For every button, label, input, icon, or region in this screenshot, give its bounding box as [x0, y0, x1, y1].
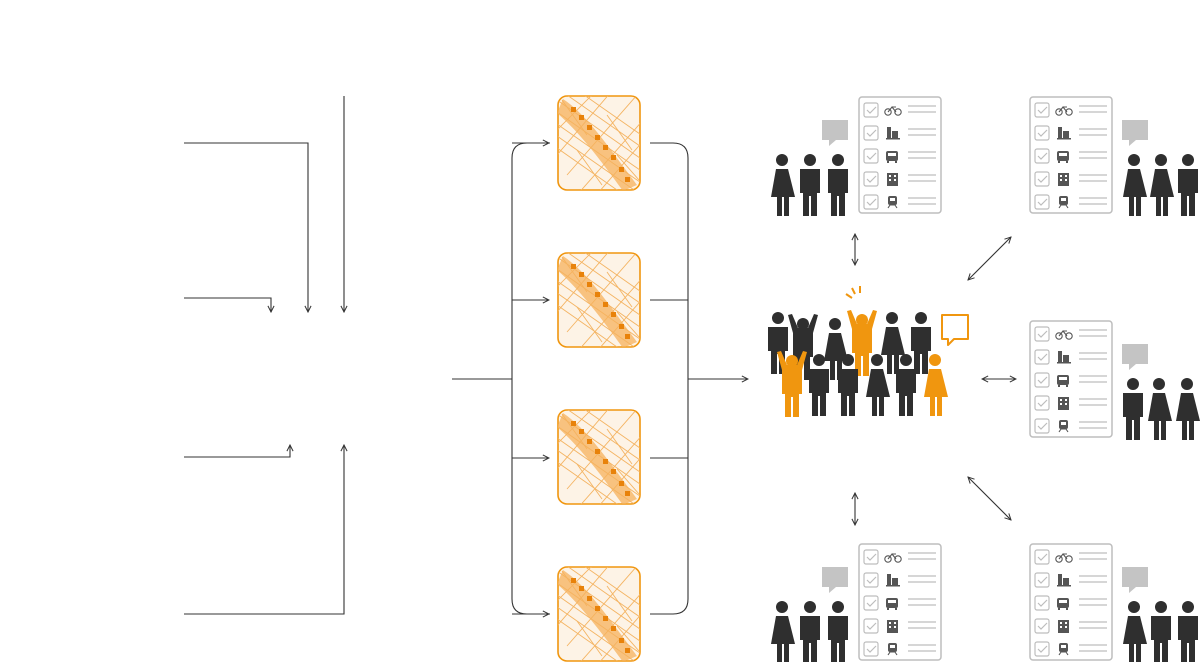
input-lines — [184, 96, 344, 615]
map-tile-3 — [547, 383, 657, 525]
fanout-connectors — [452, 143, 748, 614]
double-arrow-down-right — [968, 477, 1011, 520]
map-tiles — [547, 69, 657, 662]
double-arrow-up-right — [968, 237, 1011, 280]
speech-bubble-icon — [1122, 567, 1148, 593]
speech-bubble-icon — [1122, 120, 1148, 146]
survey-group-top-left — [771, 96, 942, 216]
map-tile-2 — [547, 226, 657, 368]
speech-bubble-icon — [822, 120, 848, 146]
speech-bubble-icon — [941, 314, 969, 346]
checklist-panel — [858, 96, 942, 214]
map-tile-1 — [547, 69, 657, 211]
input-line-4 — [184, 445, 344, 615]
survey-group-bottom-left — [771, 543, 942, 662]
survey-group-middle-right — [1029, 320, 1200, 440]
checklist-panel — [1029, 543, 1113, 661]
survey-group-top-right — [1029, 96, 1198, 216]
people-icon — [771, 601, 848, 662]
input-line-1 — [184, 142, 308, 312]
people-icon — [771, 154, 848, 216]
input-line-3 — [184, 445, 290, 458]
speech-bubble-icon — [1122, 344, 1148, 370]
central-crowd-icon — [768, 286, 969, 417]
checklist-panel — [1029, 96, 1113, 214]
people-icon — [1123, 378, 1200, 440]
speech-bubble-icon — [822, 567, 848, 593]
map-tile-4 — [547, 540, 657, 662]
people-icon — [1123, 601, 1198, 662]
input-line-2 — [184, 297, 271, 312]
checklist-panel — [858, 543, 942, 661]
people-icon — [1123, 154, 1198, 216]
survey-group-bottom-right — [1029, 543, 1198, 662]
exchange-arrows — [855, 234, 1016, 525]
checklist-panel — [1029, 320, 1113, 438]
